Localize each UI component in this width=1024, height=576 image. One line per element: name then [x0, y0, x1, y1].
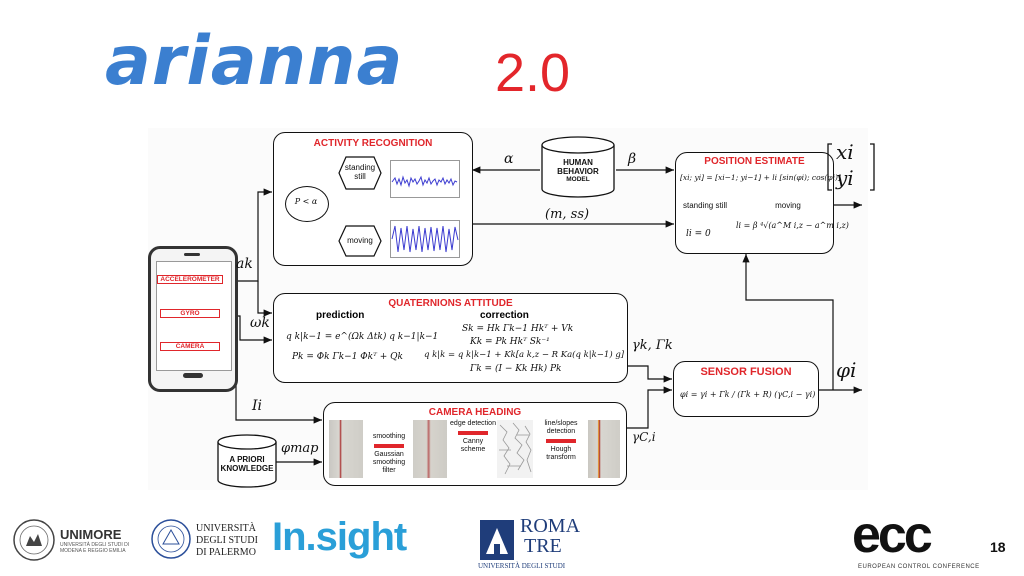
step2-label: edge detection Canny scheme [450, 420, 496, 454]
correction-eq3: q k|k = q k|k−1 + Kk[a k,z − R Ka(q k|k−… [424, 350, 625, 360]
palermo-line2: DEGLI STUDI [196, 535, 258, 546]
camera-title: CAMERA HEADING [428, 407, 522, 418]
romatre-line3: UNIVERSITÀ DEGLI STUDI [478, 562, 566, 570]
unimore-sub1: UNIVERSITÀ DEGLI STUDI DI [60, 542, 130, 548]
correction-label: correction [480, 310, 529, 321]
ecc-logo: ecc [852, 506, 933, 564]
camera-frame-raw [329, 420, 363, 478]
omega-k-label: ωk [250, 315, 270, 331]
state-moving-node [338, 225, 382, 257]
insight-logo: In.sight [272, 515, 407, 559]
output-xy-bracket [827, 143, 875, 191]
unimore-sub2: MODENA E REGGIO EMILIA [60, 548, 126, 554]
romatre-line1: ROMA [520, 515, 581, 537]
romatre-emblem-icon [480, 520, 514, 560]
state-still-node [338, 156, 382, 190]
quaternions-attitude-box: QUATERNIONS ATTITUDE prediction correcti… [273, 293, 628, 383]
correction-eq1: Sk = Hk Γk−1 Hkᵀ + Vk [462, 324, 574, 334]
position-equation: [xi; yi] = [xi−1; yi−1] + li [sin(φi); c… [680, 173, 841, 182]
camera-sensor: CAMERA [160, 342, 220, 351]
condition-node [285, 186, 329, 222]
accelerometer-sensor: ACCELEROMETER [157, 275, 223, 284]
gamma-k-label: γk, Γk [632, 338, 673, 353]
palermo-line1: UNIVERSITÀ [196, 523, 256, 534]
step1-label: smoothing Gaussian smoothing filter [372, 433, 406, 475]
beta-label: β [628, 151, 637, 167]
alpha-label: α [504, 151, 514, 167]
camera-frame-lines [588, 420, 620, 478]
m-ss-label: (m, ss) [545, 207, 590, 222]
step3-label: line/slopes detection Hough transform [544, 420, 578, 462]
activity-title: ACTIVITY RECOGNITION [313, 138, 433, 149]
condition-label: P < α [294, 197, 318, 206]
output-y: yi [836, 166, 854, 190]
ak-label: ak [236, 256, 253, 272]
smartphone [148, 246, 238, 392]
sensor-fusion-box: SENSOR FUSION φi = γi + Γk / (Γk + R) (γ… [673, 361, 819, 417]
ecc-subtitle: EUROPEAN CONTROL CONFERENCE [858, 564, 980, 570]
position-title: POSITION ESTIMATE [704, 156, 805, 167]
ecc-year: 18 [990, 539, 1006, 555]
output-x: xi [836, 140, 854, 164]
phi-map-label: φmap [281, 441, 319, 456]
position-estimate-box: POSITION ESTIMATE [xi; yi] = [xi−1; yi−1… [675, 152, 849, 254]
camera-heading-box: CAMERA HEADING [323, 402, 627, 486]
still-signal-plot [390, 160, 460, 198]
position-moving-label: moving [775, 201, 801, 210]
correction-eq4: Γk = (I − Kk Hk) Pk [470, 364, 562, 374]
fusion-equation: φi = γi + Γk / (Γk + R) (γC,i − γi) [680, 390, 816, 399]
position-moving-eq: li = β ⁴√(a^M i,z − a^m i,z) [736, 221, 849, 230]
version-label: 2.0 [495, 43, 571, 103]
output-phi: φi [836, 358, 857, 382]
apriori-knowledge-db [217, 434, 277, 488]
unimore-name: UNIMORE [60, 527, 122, 542]
state-moving-label: moving [347, 236, 373, 245]
prediction-eq2: Pk = Φk Γk−1 Φkᵀ + Qk [292, 352, 403, 362]
prediction-eq1: q k|k−1 = e^(Ωk Δtk) q k−1|k−1 [286, 332, 439, 342]
arianna-logo: arianna [105, 22, 404, 101]
prediction-label: prediction [316, 310, 365, 321]
moving-signal-plot [390, 220, 460, 258]
fusion-title: SENSOR FUSION [700, 366, 792, 378]
palermo-line3: DI PALERMO [196, 547, 256, 558]
unimore-seal-icon [13, 519, 55, 561]
camera-frame-edges [497, 420, 533, 478]
gamma-c-label: γC,i [632, 430, 656, 444]
Ii-label: Ii [252, 398, 263, 414]
position-still-eq: li = 0 [686, 229, 711, 239]
position-still-label: standing still [682, 201, 728, 210]
human-behavior-model-db [541, 136, 615, 198]
romatre-line2: TRE [524, 535, 562, 557]
palermo-seal-icon [151, 519, 191, 559]
quaternions-title: QUATERNIONS ATTITUDE [388, 298, 513, 309]
gyro-sensor: GYRO [160, 309, 220, 318]
camera-frame-smoothed [413, 420, 447, 478]
correction-eq2: Kk = Pk Hkᵀ Sk⁻¹ [470, 337, 550, 347]
state-still-label: standing still [344, 163, 376, 182]
